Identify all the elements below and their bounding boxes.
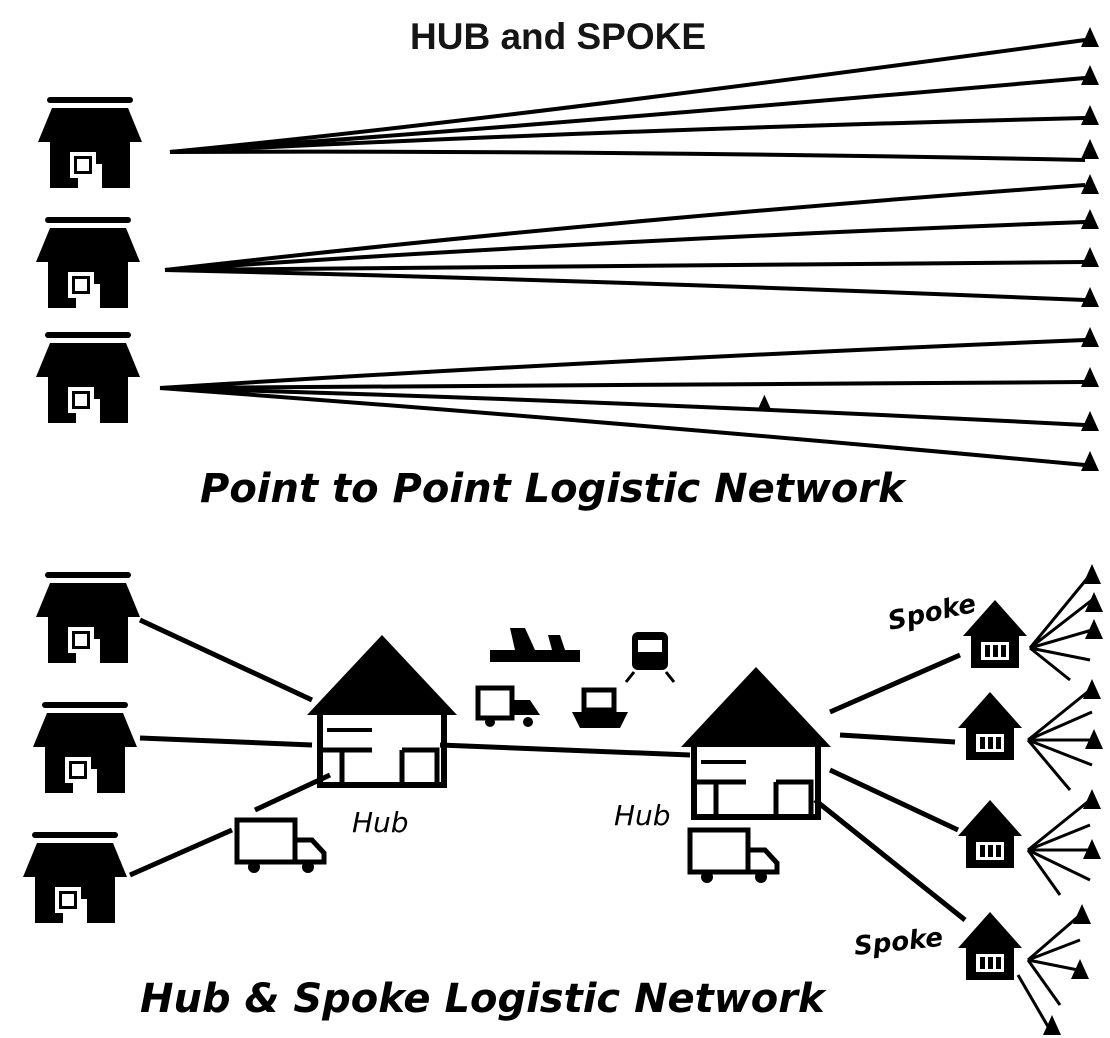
spoke-house-icon	[958, 692, 1022, 760]
triangle-destination-icon	[1081, 411, 1099, 431]
destination-triangles	[1081, 27, 1099, 471]
warehouse-icon	[681, 667, 831, 817]
hub-and-spoke-section: Hub Hub Spoke Spoke Hub & Spok	[23, 394, 1103, 1035]
spoke-label: Spoke	[885, 589, 978, 637]
point-to-point-section: Point to Point Logistic Network	[36, 27, 1099, 512]
triangle-destination-icon	[1081, 139, 1099, 159]
point-to-point-caption: Point to Point Logistic Network	[200, 466, 907, 512]
truck-icon	[237, 820, 324, 873]
ship-icon	[572, 687, 628, 728]
triangle-destination-icon	[1083, 789, 1101, 809]
diagram-title: HUB and SPOKE	[410, 16, 706, 58]
origin-house-icon	[36, 335, 140, 423]
triangle-destination-icon	[758, 394, 771, 409]
triangle-destination-icon	[1081, 327, 1099, 347]
triangle-destination-icon	[1073, 904, 1091, 924]
origin-house-icon	[38, 100, 142, 188]
hub-label: Hub	[352, 806, 409, 839]
triangle-destination-icon	[1085, 619, 1103, 639]
airplane-icon	[490, 628, 580, 662]
origin-house-icon	[36, 575, 140, 663]
hub-routes	[128, 617, 967, 922]
spoke-house-icon	[958, 800, 1022, 868]
spoke-label: Spoke	[853, 923, 945, 962]
origin-house-icon	[33, 705, 137, 793]
spoke-house-icon	[958, 912, 1022, 980]
triangle-destination-icon	[1083, 564, 1101, 584]
triangle-destination-icon	[1081, 209, 1099, 229]
triangle-destination-icon	[1081, 247, 1099, 267]
hub-label: Hub	[614, 799, 671, 832]
triangle-destination-icon	[1081, 65, 1099, 85]
triangle-destination-icon	[1081, 451, 1099, 471]
train-icon	[624, 632, 676, 683]
triangle-destination-icon	[1081, 27, 1099, 47]
triangle-destination-icon	[1081, 105, 1099, 125]
origin-house-icon	[36, 220, 140, 308]
truck-icon	[475, 685, 540, 727]
spoke-routes	[1016, 574, 1093, 1031]
title-text: HUB and SPOKE	[410, 16, 707, 57]
point-to-point-routes	[159, 38, 1086, 467]
warehouse-icon	[307, 635, 457, 785]
origin-house-icon	[23, 835, 127, 923]
triangle-destination-icon	[1081, 287, 1099, 307]
triangle-destination-icon	[1081, 367, 1099, 387]
triangle-destination-icon	[1083, 679, 1101, 699]
hub-spoke-caption: Hub & Spoke Logistic Network	[140, 976, 827, 1022]
truck-icon	[690, 830, 777, 883]
